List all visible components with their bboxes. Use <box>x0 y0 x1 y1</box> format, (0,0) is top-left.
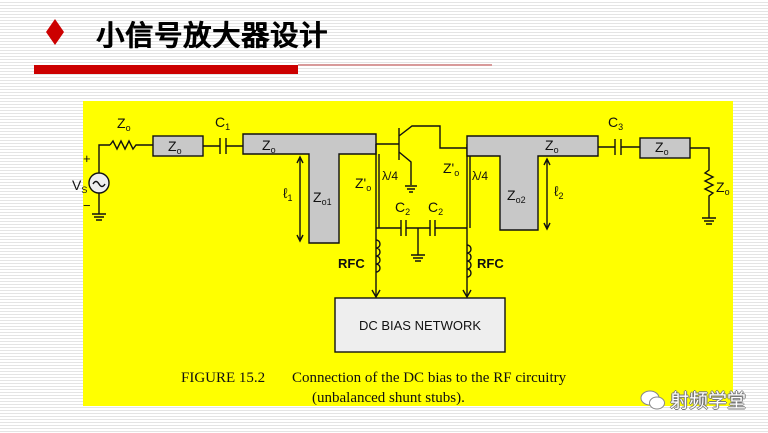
watermark: 射频学堂 <box>640 386 746 413</box>
vs-label: VS <box>72 177 87 195</box>
arrow-down-icon <box>462 289 472 299</box>
svg-text:C2: C2 <box>395 199 410 217</box>
svg-text:Zo: Zo <box>262 137 276 155</box>
svg-text:Zo: Zo <box>655 139 669 157</box>
quarter-wave-line-right <box>466 144 471 296</box>
diamond-bullet-icon <box>46 19 64 45</box>
zo2-label: Zo2 <box>507 187 526 205</box>
voltage-source <box>88 139 153 221</box>
svg-text:Zo: Zo <box>168 138 182 156</box>
slide-title: 小信号放大器设计 <box>96 19 329 52</box>
capacitor-c3 <box>598 139 640 155</box>
arrow-down-icon <box>371 289 381 299</box>
rfc-inductor-right <box>466 244 472 278</box>
svg-text:Z'o: Z'o <box>443 160 459 178</box>
l1-arrow <box>296 155 304 243</box>
load-z-label: Zo <box>716 179 730 197</box>
svg-text:λ/4: λ/4 <box>472 169 488 183</box>
svg-text:Zo: Zo <box>545 137 559 155</box>
svg-text:RFC: RFC <box>477 256 504 271</box>
quarter-wave-line-left <box>375 144 380 296</box>
l2-label: ℓ2 <box>554 183 564 201</box>
c1-label: C1 <box>215 114 230 132</box>
dc-bias-network-box <box>334 297 506 353</box>
caption-line-2: (unbalanced shunt stubs). <box>312 390 465 406</box>
svg-text:C2: C2 <box>428 199 443 217</box>
minus-sign: − <box>83 198 91 213</box>
shunt-stub-2 <box>466 135 599 231</box>
ground-icon <box>92 193 106 221</box>
shunt-stub-1 <box>242 133 377 244</box>
svg-text:Z'o: Z'o <box>355 175 371 193</box>
transistor-icon <box>376 125 467 193</box>
rfc-inductor-left <box>375 239 381 273</box>
watermark-text: 射频学堂 <box>670 390 747 412</box>
caption-line-1: Connection of the DC bias to the RF circ… <box>292 370 567 386</box>
wechat-icon <box>640 390 665 409</box>
svg-text:RFC: RFC <box>338 256 365 271</box>
title-underline-bar <box>34 65 298 74</box>
svg-text:λ/4: λ/4 <box>382 169 398 183</box>
plus-sign: + <box>83 151 91 166</box>
capacitors-c2 <box>376 220 467 262</box>
source-resistor <box>109 139 153 151</box>
capacitor-c1 <box>203 138 243 154</box>
figure-number: FIGURE 15.2 <box>181 370 265 386</box>
c3-label: C3 <box>608 114 623 132</box>
l2-arrow <box>543 157 551 231</box>
title-underline-thin <box>298 64 492 66</box>
l1-label: ℓ1 <box>283 185 293 203</box>
zo1-label: Zo1 <box>313 189 332 207</box>
load-resistor <box>690 147 716 225</box>
source-z-label: Zo <box>117 115 131 133</box>
dc-bias-label: DC BIAS NETWORK <box>359 318 481 333</box>
